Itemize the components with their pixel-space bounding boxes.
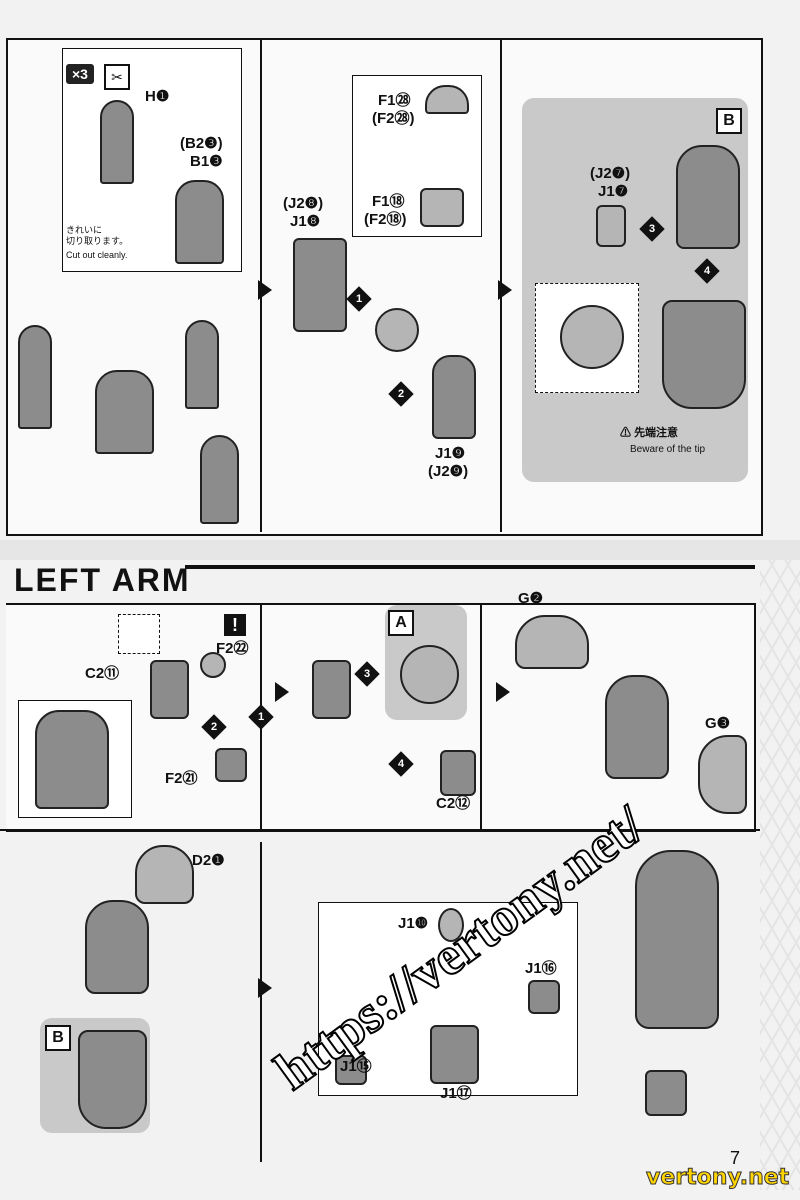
bottom-divider-v [260,842,262,1162]
joint-ball [375,308,419,352]
label-f1-28: F1㉘ [378,92,411,109]
spike-right-top [185,320,219,409]
step-arrow-1 [258,280,272,300]
box-letter-b-top: B [716,108,742,134]
box-letter-a: A [388,610,414,636]
d2-shell [135,845,194,904]
peg-part [200,652,226,678]
arm-step-num-2: 2 [201,714,227,740]
label-j1-10: J1❿ [398,915,429,932]
detail-gear-part [560,305,624,369]
label-j2-9: (J2❾) [428,463,469,480]
multiplier-badge: ×3 [66,64,94,84]
hand-assembly [430,1025,479,1084]
title-underline [185,565,755,569]
ring-part [420,188,464,227]
label-j1-16: J1⑯ [525,960,557,977]
cap-part [425,85,469,114]
ball-joint-assembly [400,645,459,704]
label-f2-18: (F2⑱) [364,211,407,228]
part-label-b1: B1❸ [190,153,223,170]
label-j1-7: J1❼ [598,183,629,200]
arm-step-num-3: 3 [354,661,380,687]
label-f2-28: (F2㉘) [372,110,415,127]
bracket-part [215,748,247,782]
c2-12-part [440,750,476,796]
side-pattern [760,560,800,1190]
warning-icon: ! [224,614,246,636]
step-num-3: 3 [639,216,665,242]
step-num-1: 1 [346,286,372,312]
detail-dashed-small [118,614,160,654]
label-c2-11: C2⑪ [85,665,120,682]
spike-part-top [100,100,134,184]
footer-brand: vertony.net [645,1165,790,1191]
label-c2-12: C2⑫ [436,795,471,812]
caution-en: Beware of the tip [630,444,706,455]
cut-note-jp: きれいに 切り取ります。 [66,225,129,246]
leg-upper [676,145,740,249]
spike-left [18,325,52,429]
step-num-4: 4 [694,258,720,284]
g3-shell [698,735,747,814]
arm-step-num-1: 1 [248,704,274,730]
j1-10-part [438,908,464,942]
elbow-block-2 [312,660,351,719]
arm-assembly-2 [85,900,149,994]
step-arrow-2 [498,280,512,300]
label-j2-7: (J2❼) [590,165,631,182]
small-plate [596,205,626,247]
shoulder-cover [432,355,476,439]
box-letter-b-bottom: B [45,1025,71,1051]
caution-jp: ⚠ 先端注意 [620,427,679,439]
bottom-arrow [258,978,272,998]
label-g3: G❸ [705,715,731,732]
spike-cluster [662,300,746,409]
elbow-block [150,660,189,719]
g2-shell [515,615,589,669]
label-j1-9: J1❾ [435,445,466,462]
spike-cluster-2 [78,1030,147,1129]
left-arm-title: LEFT ARM [14,562,191,598]
arm-assembly [605,675,669,779]
shoulder-frame [293,238,347,332]
bottom-divider-h [0,829,760,831]
j1-16-part [528,980,560,1014]
arm-step-num-4: 4 [388,751,414,777]
label-f2-22: F2㉒ [216,640,249,657]
step-num-2: 2 [388,381,414,407]
label-g2: G❷ [518,590,544,607]
label-j1-8: J1❽ [290,213,321,230]
spike-right-bottom [200,435,239,524]
label-j1-15: J1⑮ [340,1058,372,1075]
hand-small [645,1070,687,1116]
label-j1-17: J1⑰ [440,1085,472,1102]
arm-arrow-2 [496,682,510,702]
label-f2-21: F2㉑ [165,770,198,787]
part-label-b2: (B2❸) [180,135,223,152]
spike-part-b [175,180,224,264]
label-j2-8: (J2❽) [283,195,324,212]
page-number: 7 [730,1148,741,1168]
inset-elbow [35,710,109,809]
full-arm [635,850,719,1029]
j1-15-part [335,1055,367,1085]
label-d2-1: D2❶ [192,852,225,869]
label-f1-18: F1⑱ [372,193,405,210]
arm-divider-2 [480,604,482,829]
cut-note-en: Cut out cleanly. [66,250,128,260]
nipper-icon: ✂ [104,64,130,90]
section-band [0,540,800,560]
spike-center [95,370,154,454]
arm-arrow-1 [275,682,289,702]
part-label-h1: H❶ [145,88,170,105]
